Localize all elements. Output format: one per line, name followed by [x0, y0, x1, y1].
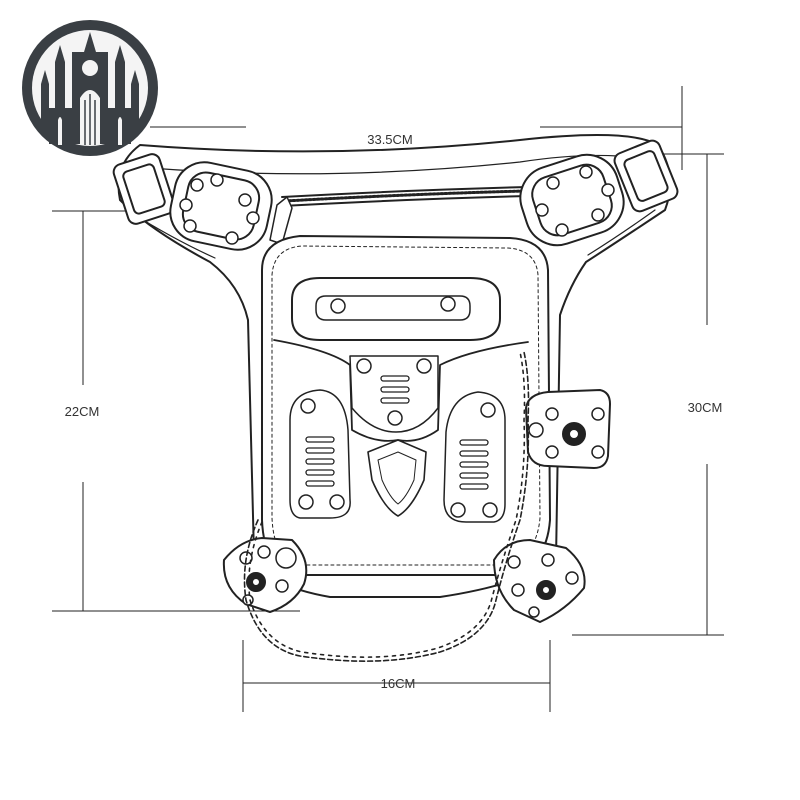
- top-plate: [291, 277, 501, 341]
- right-side-panel: [443, 391, 506, 523]
- left-side-panel: [289, 389, 351, 519]
- left-buckle-rivets: [179, 173, 260, 245]
- leg-bag-illustration: [112, 134, 679, 662]
- zipper: [269, 186, 529, 245]
- height-left-label: 22CM: [65, 404, 100, 419]
- right-side-strap-tab: [525, 389, 611, 469]
- center-v-panel: [273, 339, 529, 442]
- bottom-right-strap-connector: [493, 539, 586, 623]
- gothic-cathedral-logo: [22, 20, 158, 156]
- right-buckle-rivets: [535, 165, 615, 237]
- height-right-label: 30CM: [688, 400, 723, 415]
- bottom-left-strap-connector: [222, 537, 308, 613]
- belt-edge-lower-right: [587, 209, 656, 256]
- shield-emblem: [367, 439, 427, 517]
- width-bottom-label: 16CM: [381, 676, 416, 691]
- chain: [243, 351, 530, 662]
- width-top-label: 33.5CM: [367, 132, 413, 147]
